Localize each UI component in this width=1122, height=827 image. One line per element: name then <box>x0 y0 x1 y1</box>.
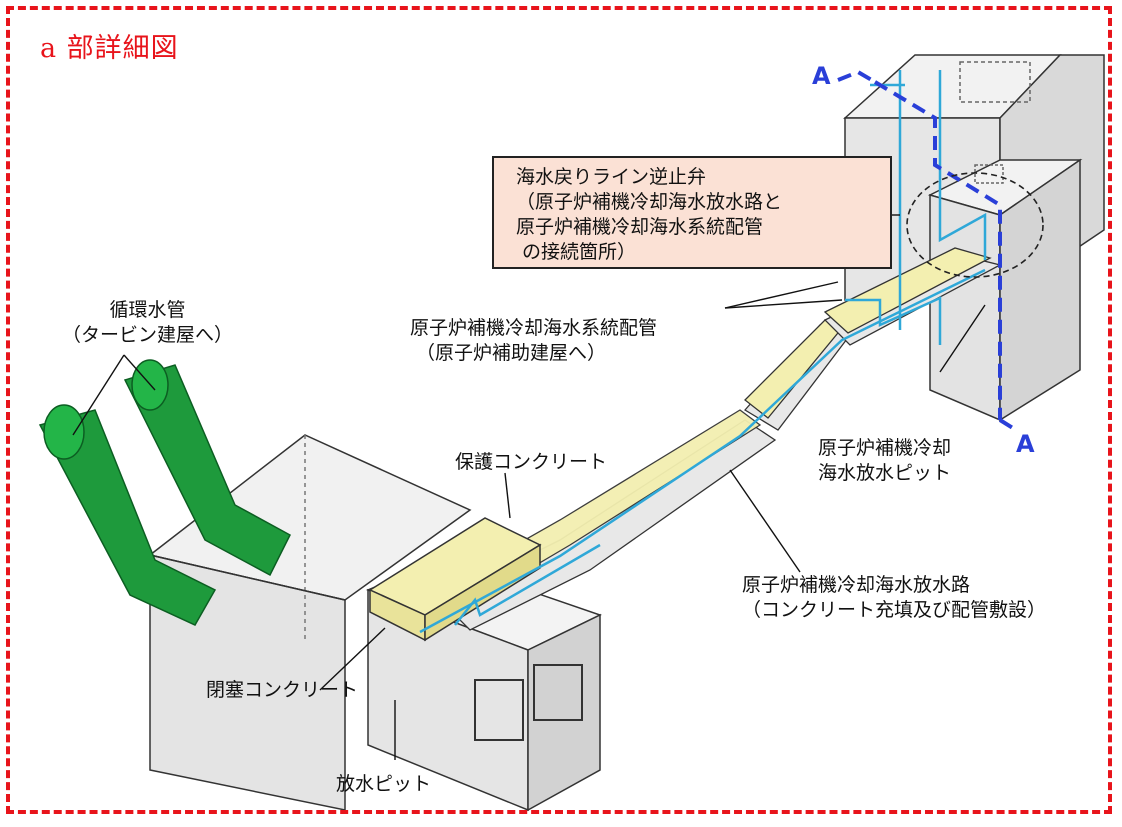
section-line-a-a <box>837 69 1018 432</box>
label-discharge-channel: 原子炉補機冷却海水放水路 （コンクリート充填及び配管敷設） <box>742 573 1046 623</box>
leader-lines <box>72 214 986 760</box>
label-ccw-piping: 原子炉補機冷却海水系統配管 （原子炉補助建屋へ） <box>410 316 657 366</box>
label-ccw-discharge-pit: 原子炉補機冷却 海水放水ピット <box>818 436 951 486</box>
label-ccw-discharge-pit-line2: 海水放水ピット <box>818 462 952 484</box>
valve-highlight-circle <box>906 172 1044 278</box>
section-mark-a-bottom: A <box>1016 430 1035 458</box>
label-protective-concrete: 保護コンクリート <box>455 451 608 473</box>
label-ccw-discharge-pit-line1: 原子炉補機冷却 <box>818 437 952 459</box>
label-ccw-piping-line1: 原子炉補機冷却海水系統配管 <box>410 317 658 339</box>
label-plug-concrete: 閉塞コンクリート <box>206 679 359 701</box>
label-ccw-piping-line2: （原子炉補助建屋へ） <box>416 342 607 364</box>
diagram-title: a 部詳細図 <box>40 33 179 64</box>
check-valve-callout: 海水戻りライン逆止弁 （原子炉補機冷却海水放水路と 原子炉補機冷却海水系統配管 … <box>492 156 892 269</box>
label-circulating-water-pipe: 循環水管 （タービン建屋へ） <box>62 298 233 348</box>
label-circulating-water-pipe-line2: （タービン建屋へ） <box>62 324 234 346</box>
callout-line-3: 原子炉補機冷却海水系統配管 <box>516 216 764 238</box>
label-discharge-channel-line1: 原子炉補機冷却海水放水路 <box>742 574 971 596</box>
detail-frame <box>6 6 1112 814</box>
callout-line-4: の接続箇所） <box>522 241 637 263</box>
label-discharge-channel-line2: （コンクリート充填及び配管敷設） <box>742 599 1047 621</box>
label-circulating-water-pipe-line1: 循環水管 <box>109 299 186 321</box>
section-mark-a-top: A <box>812 62 831 90</box>
callout-line-1: 海水戻りライン逆止弁 <box>516 166 707 188</box>
ccw-piping <box>419 70 987 634</box>
callout-line-2: （原子炉補機冷却海水放水路と <box>516 191 783 213</box>
label-discharge-pit: 放水ピット <box>336 773 432 795</box>
protective-concrete-slab <box>368 517 542 642</box>
